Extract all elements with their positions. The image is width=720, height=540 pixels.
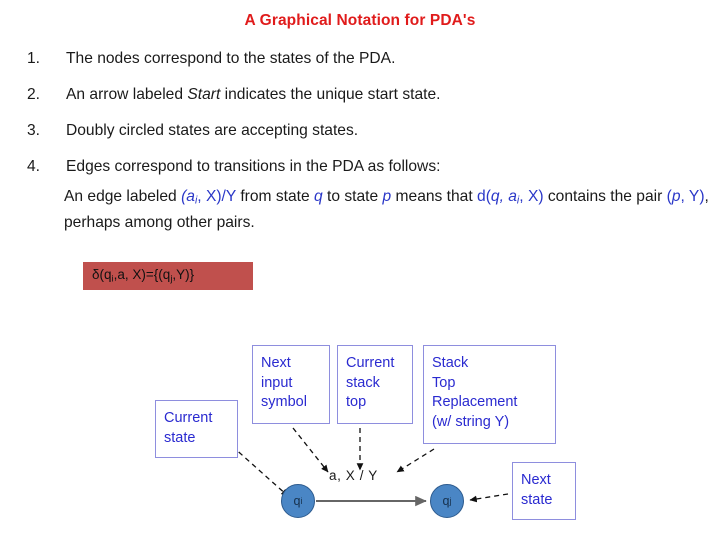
- para-edge-label-tail: , X)/Y: [197, 188, 237, 205]
- para-seg-7: means that: [391, 188, 478, 205]
- list-item-number: 1.: [27, 50, 41, 67]
- state-node-label: q: [442, 494, 450, 508]
- list-item-number: 3.: [27, 122, 41, 139]
- para-seg-3: from state: [236, 188, 315, 205]
- callout-line: top: [346, 394, 367, 410]
- list-item-text: The nodes correspond to the states of th…: [66, 50, 396, 67]
- state-node-label: q: [293, 494, 301, 508]
- callout-line: input: [261, 374, 293, 391]
- callout-line: symbol: [261, 394, 307, 410]
- callout-line: Next: [261, 355, 291, 371]
- para-delta-open: d(: [477, 188, 491, 205]
- para-pair-open: (: [666, 188, 672, 205]
- callout-line: Stack: [432, 355, 469, 371]
- list-item: 4. Edges correspond to transitions in th…: [0, 156, 720, 184]
- list-item-number: 4.: [27, 158, 41, 175]
- delta-sub-i: i: [111, 273, 114, 285]
- para-seg-11: , perhaps among other pairs.: [64, 188, 709, 231]
- delta-formula-box: δ(qi,a, X)={(qj,Y)}: [83, 262, 253, 290]
- list-item: 1. The nodes correspond to the states of…: [0, 48, 720, 76]
- list-item-text-before: An arrow labeled: [66, 86, 188, 103]
- delta-formula-text: δ(qi,a, X)={(qj,Y)}: [83, 267, 194, 284]
- callout-current-stack-top: Current stack top: [337, 345, 413, 424]
- delta-sub-j: j: [170, 273, 173, 285]
- para-edge-label-open: (a: [181, 188, 195, 205]
- list-item-emphasis: Start: [187, 86, 221, 103]
- para-delta-q: q: [490, 188, 500, 205]
- para-delta-sub: i: [516, 194, 520, 207]
- para-edge-label-sub: i: [194, 194, 198, 207]
- callout-line: Current: [164, 410, 213, 426]
- callout-line: state: [521, 491, 553, 508]
- para-seg-1: An edge labeled: [64, 188, 182, 205]
- list-item: 3. Doubly circled states are accepting s…: [0, 120, 720, 148]
- list-item-text: Doubly circled states are accepting stat…: [66, 122, 359, 139]
- numbered-list: 1. The nodes correspond to the states of…: [0, 48, 720, 192]
- callout-next-state: Next state: [512, 462, 576, 520]
- delta-mid: ,a, X)={(q: [113, 267, 171, 283]
- callout-line: Current: [346, 355, 395, 371]
- para-seg-5: to state: [322, 188, 383, 205]
- list-item-text-after: indicates the unique start state.: [220, 86, 441, 103]
- para-seg-9: contains the pair: [543, 188, 667, 205]
- transition-edge-label: a, X / Y: [329, 468, 378, 483]
- callout-line: (w/ string Y): [432, 413, 510, 430]
- para-pair-p: p: [671, 188, 681, 205]
- list-item: 2. An arrow labeled Start indicates the …: [0, 84, 720, 112]
- page-title: A Graphical Notation for PDA's: [244, 12, 476, 29]
- para-delta-tail: , X): [519, 188, 544, 205]
- list-item-number: 2.: [27, 86, 41, 103]
- para-delta-mid: , a: [499, 188, 517, 205]
- callout-line: Top: [432, 374, 456, 391]
- para-state-q: q: [314, 188, 323, 205]
- callout-line: stack: [346, 374, 380, 391]
- para-pair-tail: , Y): [680, 188, 705, 205]
- delta-tail: ,Y)}: [172, 267, 195, 283]
- callout-stack-top-replacement: Stack Top Replacement (w/ string Y): [423, 345, 556, 444]
- callout-line: Next: [521, 472, 551, 488]
- delta-head: δ(q: [92, 267, 112, 283]
- list-item-text: Edges correspond to transitions in the P…: [66, 158, 441, 175]
- callout-line: Replacement: [432, 394, 518, 410]
- edge-description-paragraph: An edge labeled (ai, X)/Y from state q t…: [64, 186, 712, 233]
- para-state-p: p: [382, 188, 392, 205]
- callout-line: state: [164, 429, 196, 446]
- state-node-subscript: j: [449, 496, 452, 506]
- callout-next-input-symbol: Next input symbol: [252, 345, 330, 424]
- callout-current-state: Current state: [155, 400, 238, 458]
- state-node-subscript: i: [300, 496, 303, 506]
